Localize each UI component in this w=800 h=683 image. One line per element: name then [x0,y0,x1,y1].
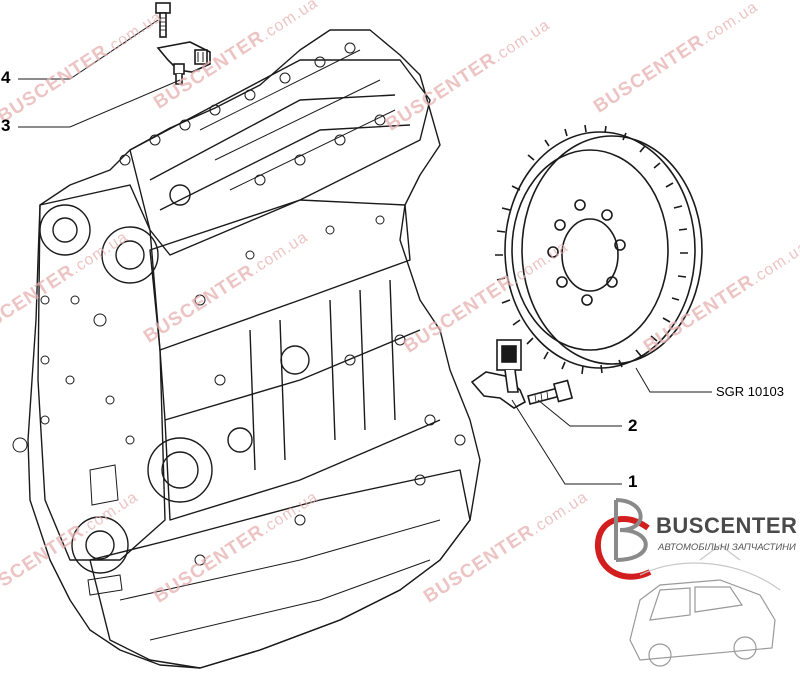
engine-details [12,42,466,596]
buscenter-logo-mark [594,498,652,580]
callout-2: 2 [628,416,638,435]
flywheel [495,124,703,375]
top-sensor-part-3 [156,41,211,85]
engine-block [27,29,481,669]
callout-4: 4 [1,68,11,87]
bus-illustration [629,544,781,667]
leader-lines [18,19,712,485]
top-bolt-part-4 [155,2,171,38]
callout-3: 3 [1,116,11,135]
logo-name: BUSCENTER [656,513,798,538]
bolt-part-2 [527,379,574,405]
reference-code: SGR 10103 [716,384,784,399]
crank-sensor-part-1 [470,339,527,409]
logo-tagline: АВТОМОБІЛЬНІ ЗАПЧАСТИНИ [658,542,796,553]
callout-1: 1 [628,472,638,491]
